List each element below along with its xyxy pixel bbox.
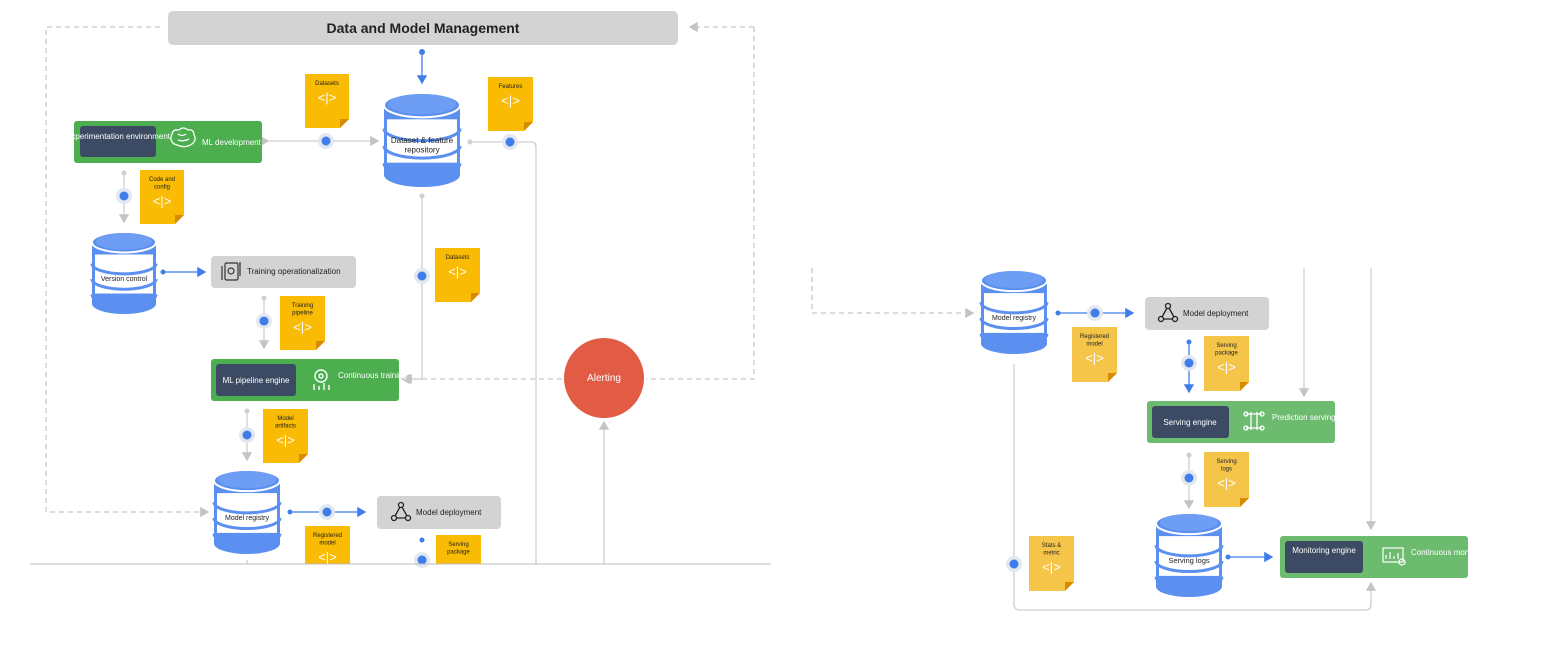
alerting-label: Alerting (587, 373, 621, 384)
dashed-loop-left (45, 26, 210, 518)
continuous-training-label: Continuous training (338, 371, 407, 380)
database-model-registry-right[interactable]: Model registry (979, 269, 1049, 355)
artifact-note-label: Datasets (446, 255, 470, 261)
data-model-management-banner: Data and Model Management (168, 11, 678, 45)
code-icon: <|> (501, 93, 520, 108)
database-label: Version control (101, 276, 148, 283)
ml-development-label: ML development (202, 138, 262, 147)
brain-icon (170, 127, 196, 148)
database-label: Serving logs (1168, 556, 1210, 565)
database-version-control[interactable]: Version control (90, 231, 158, 314)
experimentation-block[interactable]: Experimentation environment ML developme… (66, 121, 262, 163)
pipeline-block[interactable]: ML pipeline engine Continuous training (211, 359, 407, 401)
continuous-monitoring-label: Continuous monitoring (1411, 548, 1491, 557)
dashboard-icon (1382, 547, 1406, 566)
artifact-note-label: Datasets (315, 81, 339, 87)
database-label: Model registry (992, 315, 1036, 322)
database-label: Model registry (225, 515, 269, 522)
code-icon: <|> (153, 194, 172, 209)
database-serving-logs[interactable]: Serving logs (1154, 512, 1224, 598)
code-icon: <|> (318, 90, 337, 105)
code-icon: <|> (293, 320, 312, 335)
training-operationalization-label: Training operationalization (247, 267, 341, 276)
network-icon (1243, 411, 1265, 431)
code-icon: <|> (1042, 560, 1061, 575)
nodes-icon (390, 501, 412, 522)
monitoring-block[interactable]: Monitoring engine Continuous monitoring (1280, 536, 1491, 578)
model-deployment-label-right: Model deployment (1183, 309, 1249, 318)
alerting-node[interactable]: Alerting (564, 338, 644, 418)
ml-pipeline-engine-label: ML pipeline engine (223, 376, 290, 385)
model-deployment-label-left: Model deployment (416, 508, 482, 517)
artifact-note-label: Stats &metric (1042, 543, 1061, 557)
connection-dots (116, 49, 1231, 572)
database-model-registry-left[interactable]: Model registry (212, 469, 282, 554)
banner-title: Data and Model Management (327, 20, 520, 36)
gear-chart-icon (313, 369, 330, 390)
code-icon: <|> (1217, 476, 1236, 491)
dashed-loop-right-vert (646, 27, 755, 380)
nodes-icon (1157, 302, 1179, 323)
model-deployment-step-right[interactable]: Model deployment (1145, 297, 1269, 330)
experimentation-environment-label: Experimentation environment (66, 132, 171, 141)
code-icon: <|> (276, 433, 295, 448)
serving-block[interactable]: Serving engine Prediction serving (1147, 401, 1336, 443)
artifact-note-datasets-top[interactable]: Datasets <|> (305, 74, 349, 128)
model-deployment-step-left[interactable]: Model deployment (377, 496, 501, 529)
serving-engine-label: Serving engine (1163, 418, 1217, 427)
code-icon: <|> (1217, 360, 1236, 375)
prediction-serving-label: Prediction serving (1272, 413, 1336, 422)
pipeline-icon (221, 262, 241, 281)
artifact-note-datasets-mid[interactable]: Datasets <|> (435, 248, 480, 302)
code-icon: <|> (318, 550, 337, 565)
artifact-note-features[interactable]: Features <|> (488, 77, 533, 131)
artifact-note-stats[interactable]: Stats &metric <|> (1029, 536, 1074, 591)
dashed-right-to-registry (811, 268, 975, 319)
code-icon: <|> (448, 264, 467, 279)
training-operationalization-step[interactable]: Training operationalization (211, 256, 356, 288)
code-icon: <|> (1085, 351, 1104, 366)
monitoring-engine-label: Monitoring engine (1292, 546, 1356, 555)
artifact-note-label: Features (499, 84, 523, 90)
